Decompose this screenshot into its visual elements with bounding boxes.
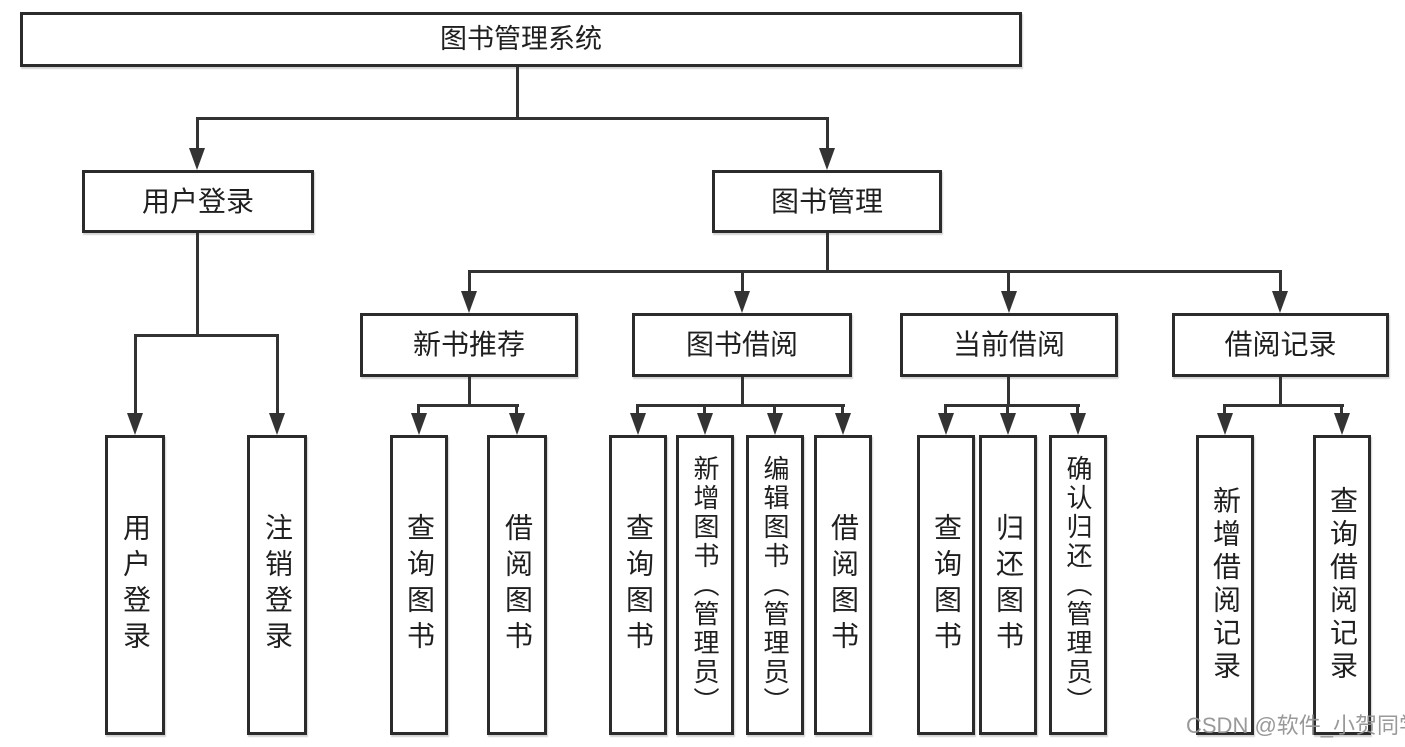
node-borrowing-records-label: 借阅记录 — [1224, 329, 1337, 360]
arrowhead-to-new-book — [461, 291, 477, 313]
leaf-logout-login-label: 注销登录 — [262, 513, 293, 657]
edge-to-confirm-return-shaft — [1076, 404, 1079, 415]
leaf-return-books: 归还图书 — [979, 435, 1037, 735]
arrowhead-to-return-books — [1000, 413, 1016, 435]
edge-new-book-stub — [468, 377, 471, 406]
leaf-logout-login: 注销登录 — [247, 435, 307, 735]
edge-to-return-books-shaft — [1006, 404, 1009, 415]
arrowhead-to-query2 — [630, 413, 646, 435]
leaf-query-books-3: 查询图书 — [917, 435, 975, 735]
edge-to-edit-books-shaft — [773, 404, 776, 415]
node-book-borrowing-label: 图书借阅 — [685, 329, 798, 360]
edge-user-login-hline — [134, 334, 279, 337]
edge-to-book-borrowing-shaft — [741, 270, 744, 293]
node-root-label: 图书管理系统 — [440, 24, 602, 54]
edge-to-query-record-shaft — [1340, 404, 1343, 415]
leaf-borrow-books-1: 借阅图书 — [487, 435, 547, 735]
node-book-management-label: 图书管理 — [770, 185, 883, 217]
arrowhead-to-confirm-return — [1070, 413, 1086, 435]
edge-to-borrow2-shaft — [841, 404, 844, 415]
arrowhead-to-borrowing-records — [1272, 291, 1288, 313]
edge-user-login-stub — [196, 233, 199, 336]
leaf-user-login-label: 用户登录 — [120, 513, 151, 657]
leaf-add-books-admin: 新增图书（管理员） — [676, 435, 734, 735]
edge-current-borrowing-hline — [944, 404, 1080, 407]
edge-to-add-books-shaft — [703, 404, 706, 415]
leaf-borrow-books-1-label: 借阅图书 — [502, 513, 533, 657]
edge-to-borrow1-shaft — [515, 404, 518, 415]
arrowhead-to-add-record — [1217, 413, 1233, 435]
node-user-login: 用户登录 — [82, 170, 314, 233]
arrowhead-to-edit-books — [767, 413, 783, 435]
leaf-query-books-1: 查询图书 — [390, 435, 448, 735]
edge-root-hline — [196, 117, 829, 120]
leaf-query-books-3-label: 查询图书 — [931, 513, 962, 657]
arrowhead-to-query1 — [411, 413, 427, 435]
arrowhead-to-user-login — [189, 148, 205, 170]
arrowhead-to-borrow1 — [509, 413, 525, 435]
edge-to-current-borrowing-shaft — [1007, 270, 1010, 293]
edge-root-stub — [516, 67, 519, 119]
arrowhead-to-leaf-user-login — [127, 413, 143, 435]
edge-to-user-login-shaft — [196, 117, 199, 150]
edge-to-new-book-shaft — [468, 270, 471, 293]
arrowhead-to-book-management — [819, 148, 835, 170]
node-current-borrowing-label: 当前借阅 — [952, 329, 1065, 360]
arrowhead-to-leaf-logout — [269, 413, 285, 435]
leaf-add-borrow-record: 新增借阅记录 — [1196, 435, 1254, 735]
edge-to-leaf-logout-shaft — [276, 334, 279, 415]
edge-book-borrowing-hline — [637, 404, 845, 407]
edge-borrowing-records-hline — [1223, 404, 1344, 407]
edge-to-query3-shaft — [944, 404, 947, 415]
arrowhead-to-add-books — [697, 413, 713, 435]
arrowhead-to-book-borrowing — [734, 291, 750, 313]
leaf-borrow-books-2: 借阅图书 — [814, 435, 872, 735]
leaf-edit-books-admin-label: 编辑图书（管理员） — [760, 454, 790, 716]
edge-book-borrowing-stub — [741, 377, 744, 406]
node-new-book-recommend: 新书推荐 — [360, 313, 578, 377]
edge-to-borrowing-records-shaft — [1279, 270, 1282, 293]
node-book-management: 图书管理 — [712, 170, 942, 233]
arrowhead-to-query3 — [938, 413, 954, 435]
arrowhead-to-borrow2 — [835, 413, 851, 435]
leaf-query-borrow-record: 查询借阅记录 — [1313, 435, 1371, 735]
edge-to-query2-shaft — [636, 404, 639, 415]
edge-to-book-management-shaft — [826, 117, 829, 150]
csdn-watermark: CSDN @软件_小贺同学 — [1186, 713, 1405, 738]
leaf-confirm-return-admin-label: 确认归还（管理员） — [1063, 454, 1093, 716]
leaf-return-books-label: 归还图书 — [993, 513, 1024, 657]
leaf-query-books-2: 查询图书 — [609, 435, 667, 735]
edge-book-management-hline — [468, 270, 1282, 273]
leaf-query-borrow-record-label: 查询借阅记录 — [1327, 486, 1358, 684]
leaf-borrow-books-2-label: 借阅图书 — [828, 513, 859, 657]
edge-to-query1-shaft — [417, 404, 420, 415]
node-current-borrowing: 当前借阅 — [900, 313, 1118, 377]
node-book-borrowing: 图书借阅 — [632, 313, 852, 377]
leaf-add-borrow-record-label: 新增借阅记录 — [1210, 486, 1241, 684]
edge-current-borrowing-stub — [1007, 377, 1010, 406]
node-user-login-label: 用户登录 — [141, 185, 254, 217]
leaf-query-books-2-label: 查询图书 — [623, 513, 654, 657]
edge-to-add-record-shaft — [1223, 404, 1226, 415]
node-new-book-recommend-label: 新书推荐 — [412, 329, 525, 360]
leaf-query-books-1-label: 查询图书 — [404, 513, 435, 657]
edge-new-book-hline — [418, 404, 519, 407]
leaf-confirm-return-admin: 确认归还（管理员） — [1049, 435, 1107, 735]
arrowhead-to-query-record — [1334, 413, 1350, 435]
edge-book-management-stub — [826, 233, 829, 272]
node-borrowing-records: 借阅记录 — [1172, 313, 1389, 377]
edge-to-leaf-user-login-shaft — [134, 334, 137, 415]
edge-borrowing-records-stub — [1279, 377, 1282, 406]
leaf-add-books-admin-label: 新增图书（管理员） — [690, 454, 720, 716]
leaf-user-login: 用户登录 — [105, 435, 165, 735]
leaf-edit-books-admin: 编辑图书（管理员） — [746, 435, 804, 735]
node-root: 图书管理系统 — [20, 12, 1022, 67]
arrowhead-to-current-borrowing — [1001, 291, 1017, 313]
